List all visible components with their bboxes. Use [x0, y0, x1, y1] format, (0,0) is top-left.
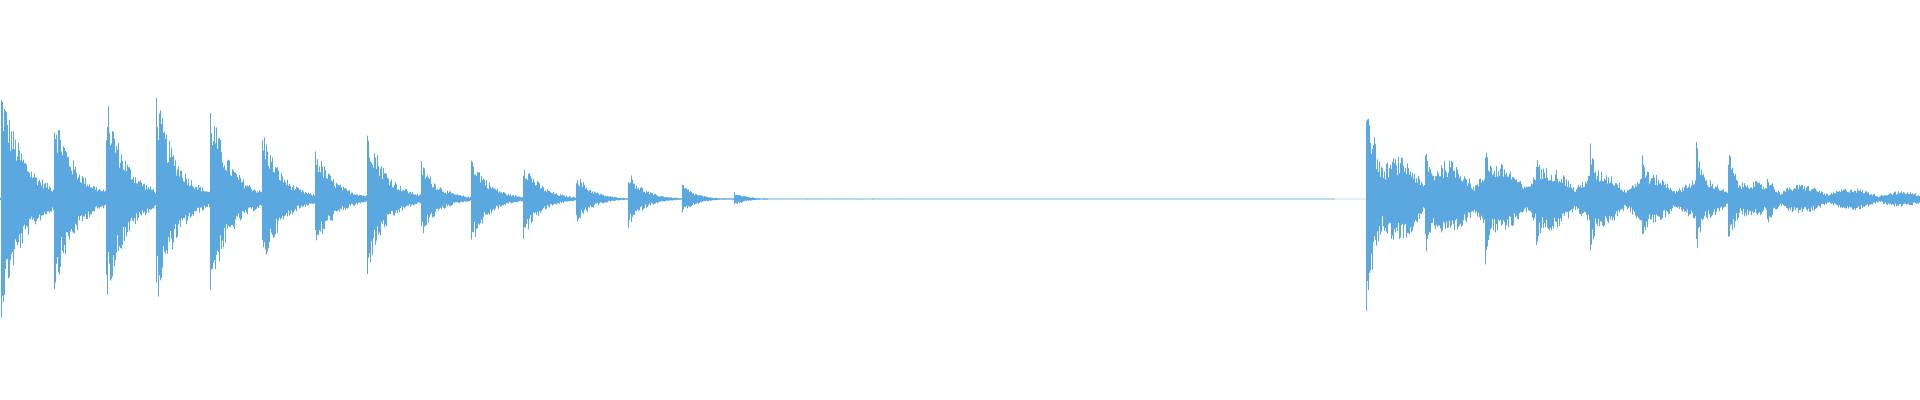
- waveform-trace: [0, 97, 1920, 318]
